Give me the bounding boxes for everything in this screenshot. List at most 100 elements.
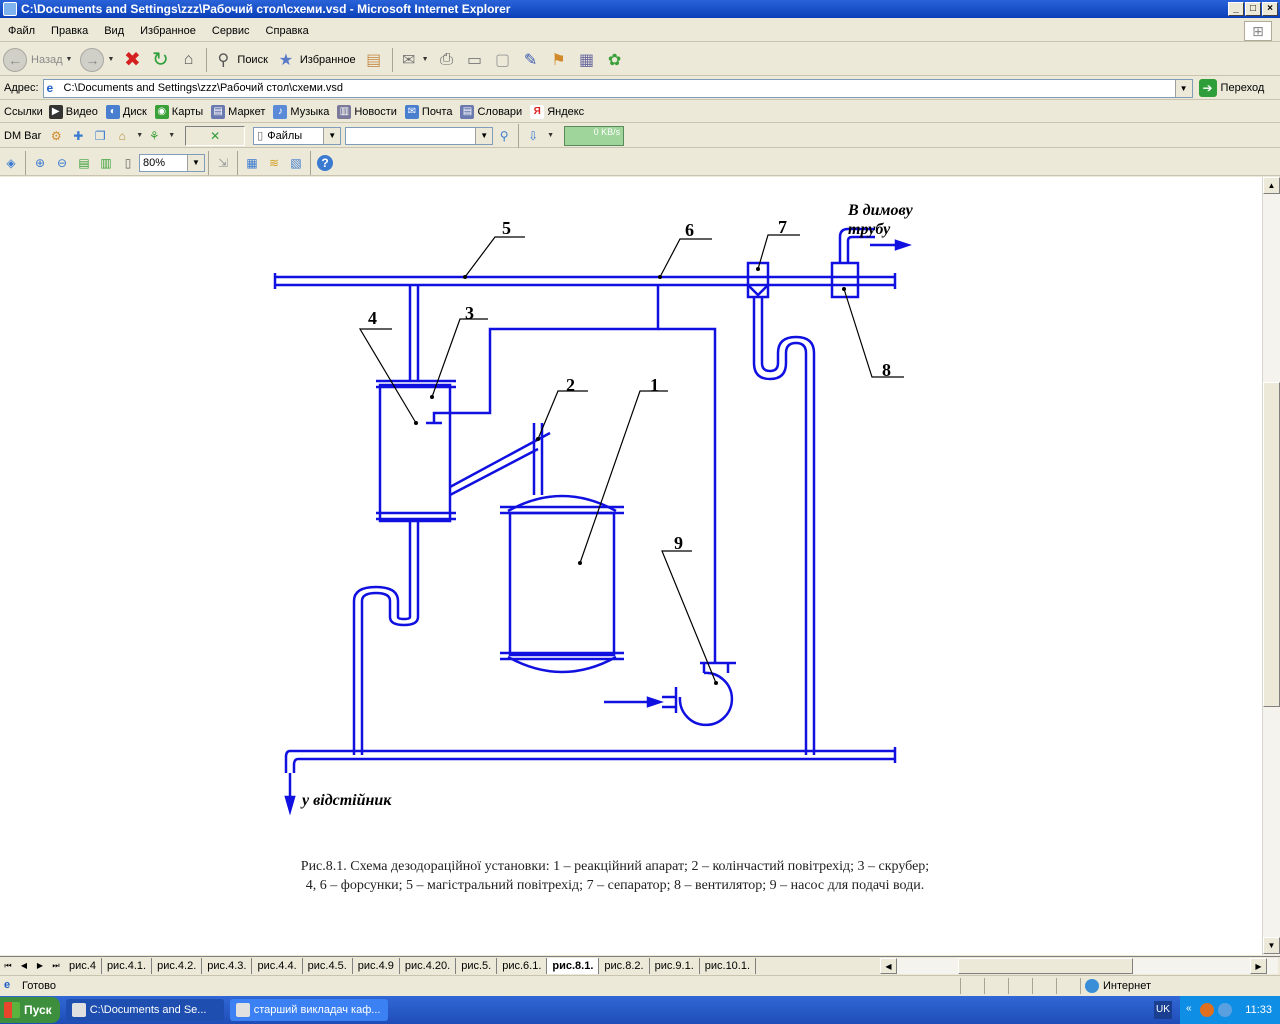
link-disk[interactable]: ◐Диск [105,104,147,119]
link-market[interactable]: ▤Маркет [211,104,265,119]
scroll-right-button[interactable]: ▶ [1250,958,1267,974]
viewer-icon[interactable]: ◈ [6,155,16,170]
scroll-up-button[interactable]: ▲ [1263,177,1280,194]
menu-view[interactable]: Вид [104,24,125,37]
zoom-dropdown-button[interactable]: ▼ [187,154,204,171]
sheet-tab[interactable]: рис.4.2. [152,957,203,974]
plugin-icon[interactable]: ⚘ [148,128,160,143]
messenger-button[interactable]: ⚑ [546,46,572,74]
taskbar-item-word[interactable]: старший викладач каф... [229,999,388,1021]
start-button[interactable]: Пуск [0,997,60,1023]
windows-icon[interactable]: ❐ [94,128,106,143]
download-manager-icon[interactable]: ⚙ [50,128,62,143]
refresh-button[interactable]: ↻ [147,46,173,74]
back-button[interactable]: ← Назад ▼ [0,46,75,74]
sheet-tab[interactable]: рис.8.2. [599,957,650,974]
vertical-scrollbar[interactable]: ▲ ▼ [1262,177,1280,955]
sheet-tab[interactable]: рис.4.5. [302,957,353,974]
link-mail[interactable]: ✉Почта [404,104,452,119]
icq-button[interactable]: ✿ [602,46,628,74]
maximize-button[interactable]: □ [1245,2,1261,16]
sheet-tab[interactable]: рис.10.1. [699,957,757,974]
vertical-scroll-thumb[interactable] [1263,382,1280,707]
menu-favorites[interactable]: Избранное [140,24,196,37]
prev-sheet-button[interactable]: ◀ [20,960,28,970]
language-indicator[interactable]: UK [1154,1001,1172,1019]
drawing-canvas[interactable]: 5 6 7 8 4 3 2 1 9 В димову трубу у відст… [0,177,1262,955]
first-sheet-button[interactable]: ⏮ [4,960,12,970]
zoom-out-icon[interactable]: ⊖ [56,155,68,170]
cursor-target-button[interactable]: ✕ [185,125,246,146]
sheet-tab[interactable]: рис.6.1. [497,957,548,974]
menu-tools[interactable]: Сервис [211,24,250,37]
home-button[interactable]: ⌂ [175,46,201,74]
add-icon[interactable]: ✚ [73,128,84,143]
layers-icon[interactable]: ≋ [268,155,280,170]
mail-button[interactable]: ✉▼ [396,46,432,74]
search-combo-dropdown-button[interactable]: ▼ [475,127,493,144]
menu-file[interactable]: Файл [8,24,36,37]
chevron-down-icon[interactable]: ▼ [168,132,176,139]
whole-page-icon[interactable]: ▥ [100,155,112,170]
research-button[interactable]: ✎ [518,46,544,74]
sheet-tab[interactable]: рис.4.9 [352,957,400,974]
close-button[interactable]: × [1262,2,1278,16]
address-input[interactable]: e C:\Documents and Settings\zzz\Рабочий … [42,78,1193,98]
link-video[interactable]: ▶Видео [48,104,98,119]
stop-button[interactable]: ✖ [119,46,145,74]
files-select[interactable]: ▯ Файлы ▼ [253,126,342,145]
history-button[interactable]: ▤ [361,46,387,74]
home-icon[interactable]: ⌂ [118,128,126,143]
horizontal-scrollbar[interactable]: ◀ ▶ [880,958,1278,974]
forward-button[interactable]: → ▼ [77,46,117,74]
network-icon[interactable] [1218,1003,1232,1017]
zoom-select[interactable]: 80% ▼ [139,153,205,172]
pan-icon[interactable]: ⇲ [217,155,229,170]
link-maps[interactable]: ◉Карты [154,104,203,119]
tools-button[interactable]: ▦ [574,46,600,74]
sheet-tab[interactable]: рис.4.3. [202,957,253,974]
sheet-tab[interactable]: рис.9.1. [649,957,700,974]
display-settings-icon[interactable]: ▧ [290,155,302,170]
tray-expand-icon[interactable]: « [1186,1003,1192,1014]
tray-app-icon[interactable] [1200,1003,1214,1017]
search-icon[interactable]: ⚲ [499,128,509,143]
sheet-tab[interactable]: рис.4.20. [399,957,457,974]
help-icon[interactable]: ? [317,154,333,171]
page-width-icon[interactable]: ▤ [78,155,90,170]
go-button[interactable]: ➔ Переход [1198,79,1264,97]
chevron-down-icon[interactable]: ▼ [136,132,144,139]
last-sheet-button[interactable]: ⏭ [52,960,60,970]
scroll-down-button[interactable]: ▼ [1263,937,1280,954]
favorites-button[interactable]: ★ Избранное [273,46,359,74]
link-dictionaries[interactable]: ▤Словари [460,104,522,119]
files-dropdown-button[interactable]: ▼ [323,127,341,144]
taskbar-item-ie[interactable]: C:\Documents and Se... [65,999,224,1021]
edit-button[interactable]: ▭ [462,46,488,74]
label-5: 5 [502,218,511,238]
minimize-button[interactable]: _ [1228,2,1244,16]
properties-icon[interactable]: ▦ [246,155,258,170]
link-news[interactable]: ▥Новости [337,104,397,119]
search-combo[interactable]: ▼ [345,126,494,145]
sheet-tab[interactable]: рис.5. [456,957,498,974]
sheet-tab[interactable]: рис.4.1. [101,957,153,974]
horizontal-scroll-thumb[interactable] [958,958,1133,974]
print-button[interactable]: ⎙ [434,46,460,74]
download-arrow-icon[interactable]: ⇩ [528,128,539,143]
discuss-button[interactable]: ▢ [490,46,516,74]
sheet-tab[interactable]: рис.4.4. [252,957,303,974]
chevron-down-icon[interactable]: ▼ [547,132,555,139]
menu-help[interactable]: Справка [265,24,309,37]
scroll-left-button[interactable]: ◀ [880,958,897,974]
menu-edit[interactable]: Правка [51,24,89,37]
search-button[interactable]: ⚲ Поиск [210,46,270,74]
next-sheet-button[interactable]: ▶ [36,960,44,970]
actual-size-icon[interactable]: ▯ [124,155,132,170]
address-dropdown-button[interactable]: ▼ [1174,79,1192,97]
sheet-tab-active[interactable]: рис.8.1. [547,957,600,974]
sheet-tab[interactable]: рис.4 [64,957,102,974]
link-music[interactable]: ♪Музыка [273,104,329,119]
zoom-in-icon[interactable]: ⊕ [34,155,46,170]
